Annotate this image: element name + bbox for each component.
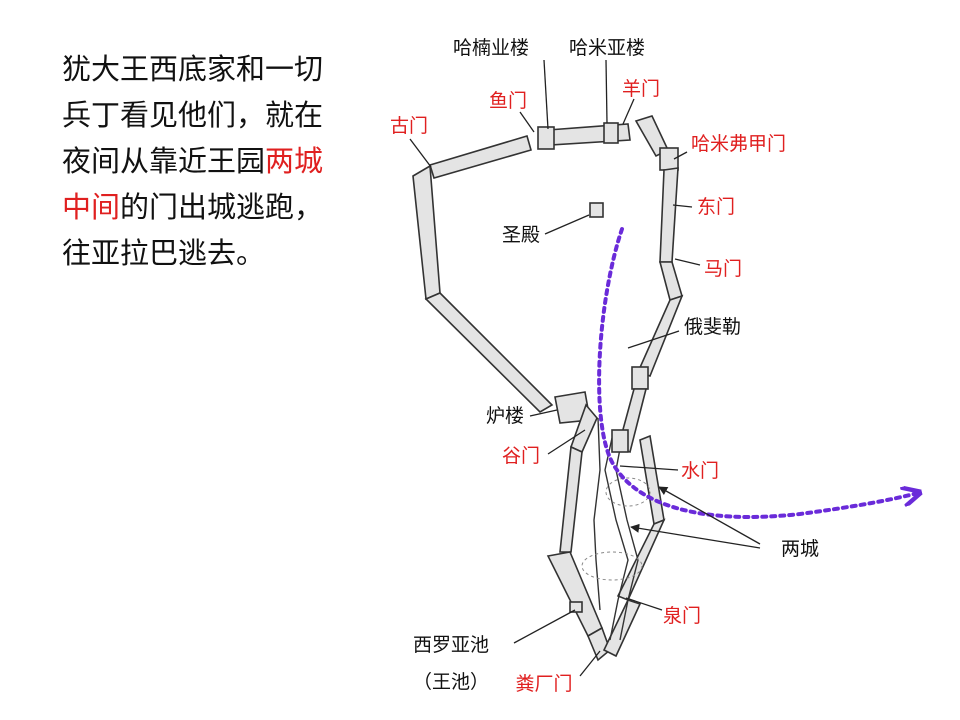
label-valley-gate: 谷门 (502, 445, 540, 467)
label-ophel: 俄斐勒 (684, 316, 741, 338)
passage-before: 犹大王西底家和一切兵丁看见他们，就在夜间从靠近王园 (62, 52, 324, 178)
label-oven-tower: 炉楼 (486, 405, 524, 427)
west-wall (412, 164, 611, 662)
temple-marker (589, 202, 604, 218)
inner-walls (569, 417, 651, 641)
label-sheep-gate: 羊门 (622, 78, 660, 100)
label-siloam-pool: 西罗亚池 (413, 634, 489, 656)
north-wall (428, 115, 679, 179)
label-hammeah-tower: 哈米亚楼 (569, 37, 645, 59)
label-muster-gate: 哈米弗甲门 (691, 133, 786, 155)
escape-route-arrow (597, 227, 918, 519)
label-temple: 圣殿 (502, 224, 540, 246)
passage-after: 的门出城逃跑，往亚拉巴逃去。 (62, 190, 324, 270)
label-fountain-gate: 泉门 (663, 605, 701, 627)
east-wall (602, 167, 684, 658)
label-dung-gate: 粪厂门 (515, 673, 572, 695)
label-water-gate: 水门 (681, 460, 719, 482)
label-kings-pool: （王池） (413, 671, 489, 693)
label-east-gate: 东门 (697, 196, 735, 218)
label-horse-gate: 马门 (704, 258, 742, 280)
label-hananel-tower: 哈楠业楼 (453, 37, 529, 59)
passage-text: 犹大王西底家和一切兵丁看见他们，就在夜间从靠近王园两城中间的门出城逃跑，往亚拉巴… (62, 46, 324, 276)
label-old-gate: 古门 (390, 115, 428, 137)
map-labels: 哈楠业楼 哈米亚楼 鱼门 羊门 古门 哈米弗甲门 圣殿 东门 马门 俄斐勒 炉楼… (390, 37, 819, 695)
label-two-walls: 两城 (781, 538, 819, 560)
label-fish-gate: 鱼门 (489, 90, 527, 112)
leader-lines (409, 59, 761, 677)
passage-highlight: 两城中间 (62, 144, 324, 224)
